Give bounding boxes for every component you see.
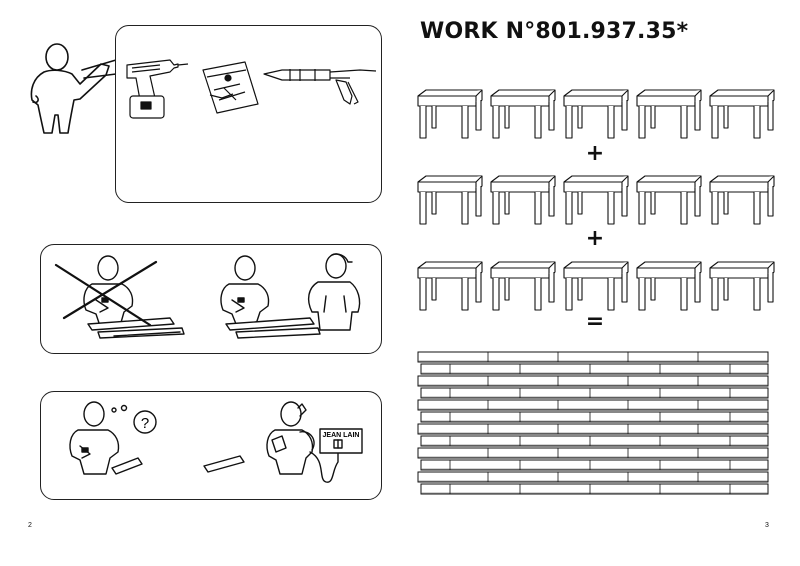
side-table-icon: [636, 89, 702, 139]
plank-row: [417, 423, 769, 435]
plank-row: [420, 483, 769, 495]
side-table-icon: [709, 175, 775, 225]
plank-row: [420, 387, 769, 399]
single-person-crossed-out: [54, 255, 185, 339]
side-table-icon: [563, 89, 629, 139]
side-table-icon: [490, 175, 556, 225]
plank-row: [417, 375, 769, 387]
plank-row: [420, 459, 769, 471]
side-table-icon: [709, 89, 775, 139]
plus-sign-1: +: [585, 141, 605, 166]
equals-sign: =: [585, 309, 605, 334]
side-table-icon: [417, 261, 483, 311]
plus-sign-2: +: [585, 226, 605, 251]
side-table-icon: [417, 175, 483, 225]
side-table-icon: [490, 261, 556, 311]
side-table-icon: [563, 175, 629, 225]
two-people-ok: [220, 253, 361, 339]
store-sign-text: JEAN LAIN: [323, 432, 360, 439]
side-table-icon: [636, 261, 702, 311]
side-table-icon: [417, 89, 483, 139]
question-bubble-text: ?: [141, 415, 149, 432]
confused-person-icon: [69, 401, 157, 475]
drill-icon: [126, 59, 189, 119]
plank-row: [420, 435, 769, 447]
side-table-icon: [490, 89, 556, 139]
caulk-gun-icon: [263, 69, 377, 105]
plank-row: [417, 351, 769, 363]
plank-row: [417, 399, 769, 411]
plank-row: [420, 363, 769, 375]
plank-row: [417, 471, 769, 483]
page-number-right: 3: [765, 522, 769, 529]
side-table-icon: [563, 261, 629, 311]
plank-row: [417, 447, 769, 459]
side-table-icon: [636, 175, 702, 225]
plank-row: [420, 411, 769, 423]
page-title: WORK N°801.937.35*: [420, 19, 689, 44]
side-table-icon: [709, 261, 775, 311]
hardware-bag-icon: [202, 61, 259, 114]
page-number-left: 2: [28, 522, 32, 529]
phone-call-icon: [266, 401, 363, 483]
